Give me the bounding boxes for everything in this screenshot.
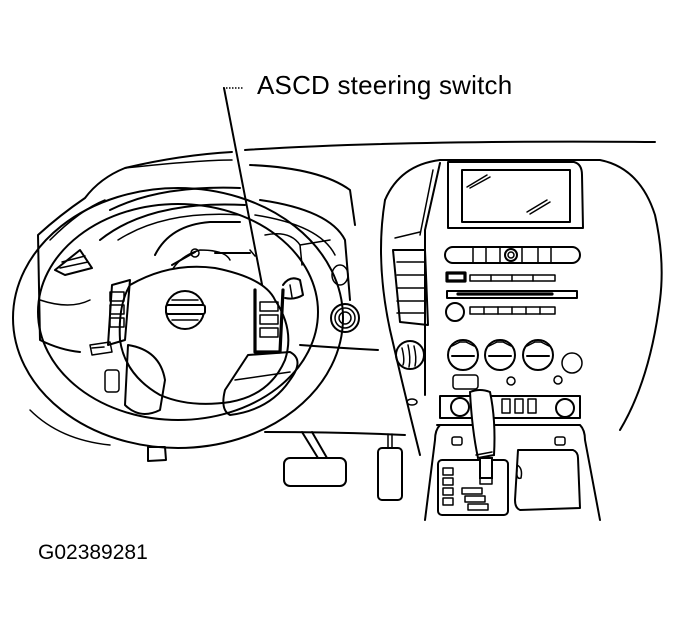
ascd-steering-switch: [222, 277, 304, 416]
air-vent: [392, 231, 429, 326]
lower-switch-panel: [439, 395, 581, 419]
callout-leader-line: [223, 87, 266, 301]
left-steering-switches: [89, 279, 166, 415]
airbag-hub: [118, 265, 290, 405]
climate-control-knobs: [447, 339, 583, 390]
left-dash-vent: [39, 249, 93, 306]
parking-brake-pedal: [147, 446, 167, 462]
center-console: [380, 159, 663, 456]
shift-gate: [437, 459, 509, 516]
shift-lever: [468, 389, 496, 479]
lower-dash: [264, 344, 406, 436]
brake-pedal: [283, 431, 347, 487]
callout-label: ASCD steering switch: [257, 70, 513, 100]
nissan-emblem-icon: [165, 290, 206, 330]
audio-unit: [444, 246, 581, 322]
figure-id: G02389281: [38, 541, 148, 564]
storage-lid: [514, 449, 581, 511]
console-tray: [424, 424, 601, 521]
steering-wheel: [12, 187, 344, 449]
navigation-display: [447, 161, 584, 229]
accelerator-pedal: [377, 433, 403, 501]
round-vent: [395, 340, 425, 406]
ignition-switch: [330, 303, 360, 333]
